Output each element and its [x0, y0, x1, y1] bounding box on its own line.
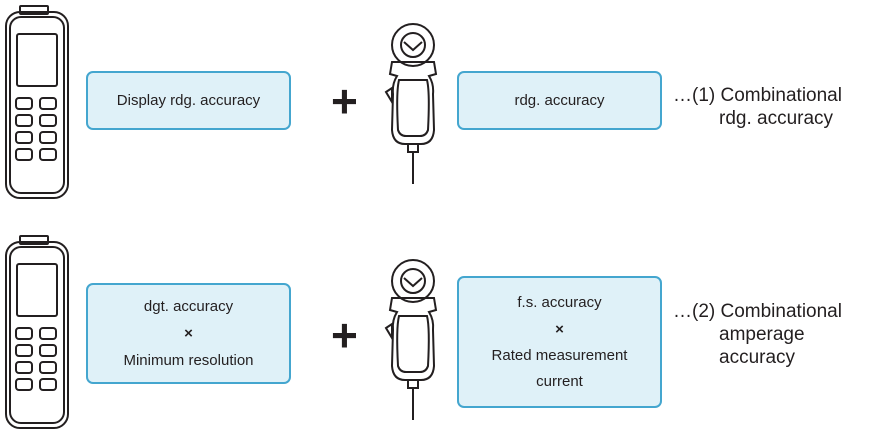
result-line-1: …(2) Combinational — [673, 301, 842, 322]
result-line-2: amperage — [719, 324, 805, 346]
meter-accuracy-box: Display rdg. accuracy — [86, 71, 291, 130]
plus-operator: + — [331, 309, 358, 361]
clamp-accuracy-box: rdg. accuracy — [457, 71, 662, 130]
multiply-sign: × — [184, 325, 193, 343]
multiply-sign: × — [555, 320, 564, 338]
result-line-3: accuracy — [719, 347, 796, 369]
meter-icon — [5, 5, 69, 199]
minimum-resolution-text: Minimum resolution — [123, 351, 254, 369]
rated-measurement-text: Rated measurement — [491, 347, 628, 364]
clamp-sensor-icon — [384, 23, 438, 184]
combinational-amperage-accuracy-label: …(2) Combinational amperage accuracy — [673, 300, 842, 370]
current-text: current — [536, 373, 583, 391]
result-line-2: rdg. accuracy — [719, 108, 834, 130]
clamp-accuracy-text: rdg. accuracy — [514, 91, 605, 109]
combinational-rdg-accuracy-label: …(1) Combinational rdg. accuracy — [673, 84, 842, 130]
clamp-sensor-icon — [384, 259, 438, 420]
plus-operator: + — [331, 75, 358, 127]
meter-dgt-accuracy-box: dgt. accuracy × Minimum resolution — [86, 283, 291, 384]
meter-icon — [5, 235, 69, 429]
dgt-accuracy-text: dgt. accuracy — [143, 298, 234, 316]
clamp-fs-accuracy-box: f.s. accuracy × Rated measurement curren… — [457, 276, 662, 408]
result-line-1: …(1) Combinational — [673, 85, 842, 106]
fs-accuracy-text: f.s. accuracy — [517, 293, 602, 311]
meter-accuracy-text: Display rdg. accuracy — [116, 91, 261, 109]
